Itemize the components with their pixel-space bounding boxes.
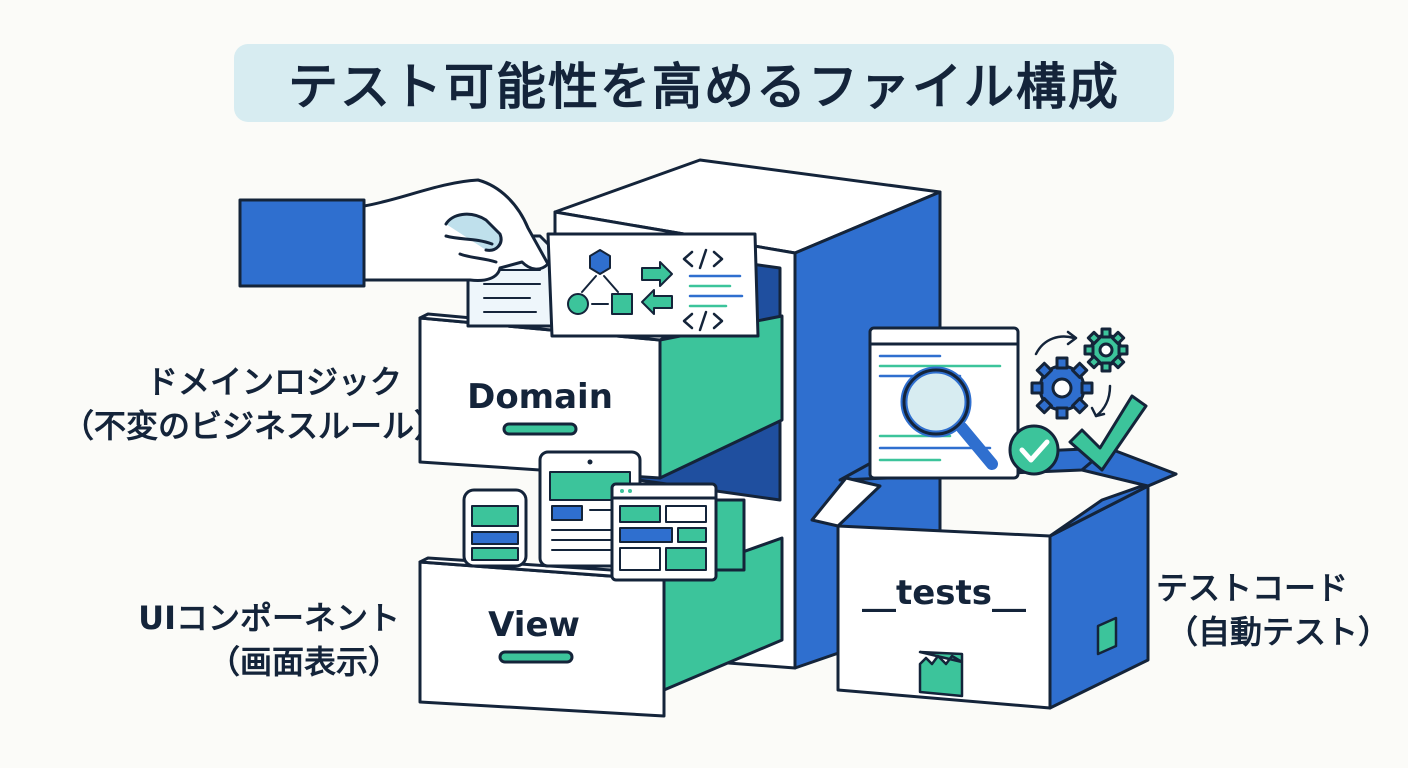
- magnifier-icon: [900, 366, 998, 470]
- domain-drawer-label: Domain: [467, 377, 613, 417]
- browser-window-icon: [610, 482, 746, 582]
- gear-icon: [1030, 327, 1129, 420]
- checkmark-icon: [1068, 394, 1148, 472]
- tests-caption: テストコード （自動テスト）: [1156, 566, 1396, 654]
- page-title: テスト可能性を高めるファイル構成: [288, 58, 1120, 116]
- phone-icon: [462, 488, 528, 568]
- domain-drawer-handle[interactable]: [502, 422, 578, 436]
- tests-caption-line2: （自動テスト）: [1166, 613, 1391, 651]
- diagram-card-icon: [546, 232, 760, 338]
- check-circle-icon: [1008, 424, 1060, 476]
- tests-box-label: __tests__: [862, 573, 1026, 613]
- tests-box: __tests__: [810, 326, 1178, 710]
- hand-icon: [238, 178, 550, 288]
- view-caption-line2: （画面表示）: [207, 643, 400, 681]
- domain-caption-line1: ドメインロジック: [145, 363, 402, 401]
- code-icon: [682, 248, 744, 332]
- view-drawer-label: View: [488, 605, 580, 645]
- domain-caption-line2: （不変のビジネスルール）: [62, 407, 447, 445]
- view-caption-line1: UIコンポーネント: [138, 599, 400, 637]
- title-banner: テスト可能性を高めるファイル構成: [234, 44, 1174, 122]
- domain-caption: ドメインロジック （不変のビジネスルール）: [62, 360, 447, 448]
- tests-caption-line1: テストコード: [1156, 569, 1349, 607]
- view-caption: UIコンポーネント （画面表示）: [120, 596, 400, 684]
- view-drawer-handle[interactable]: [498, 650, 574, 664]
